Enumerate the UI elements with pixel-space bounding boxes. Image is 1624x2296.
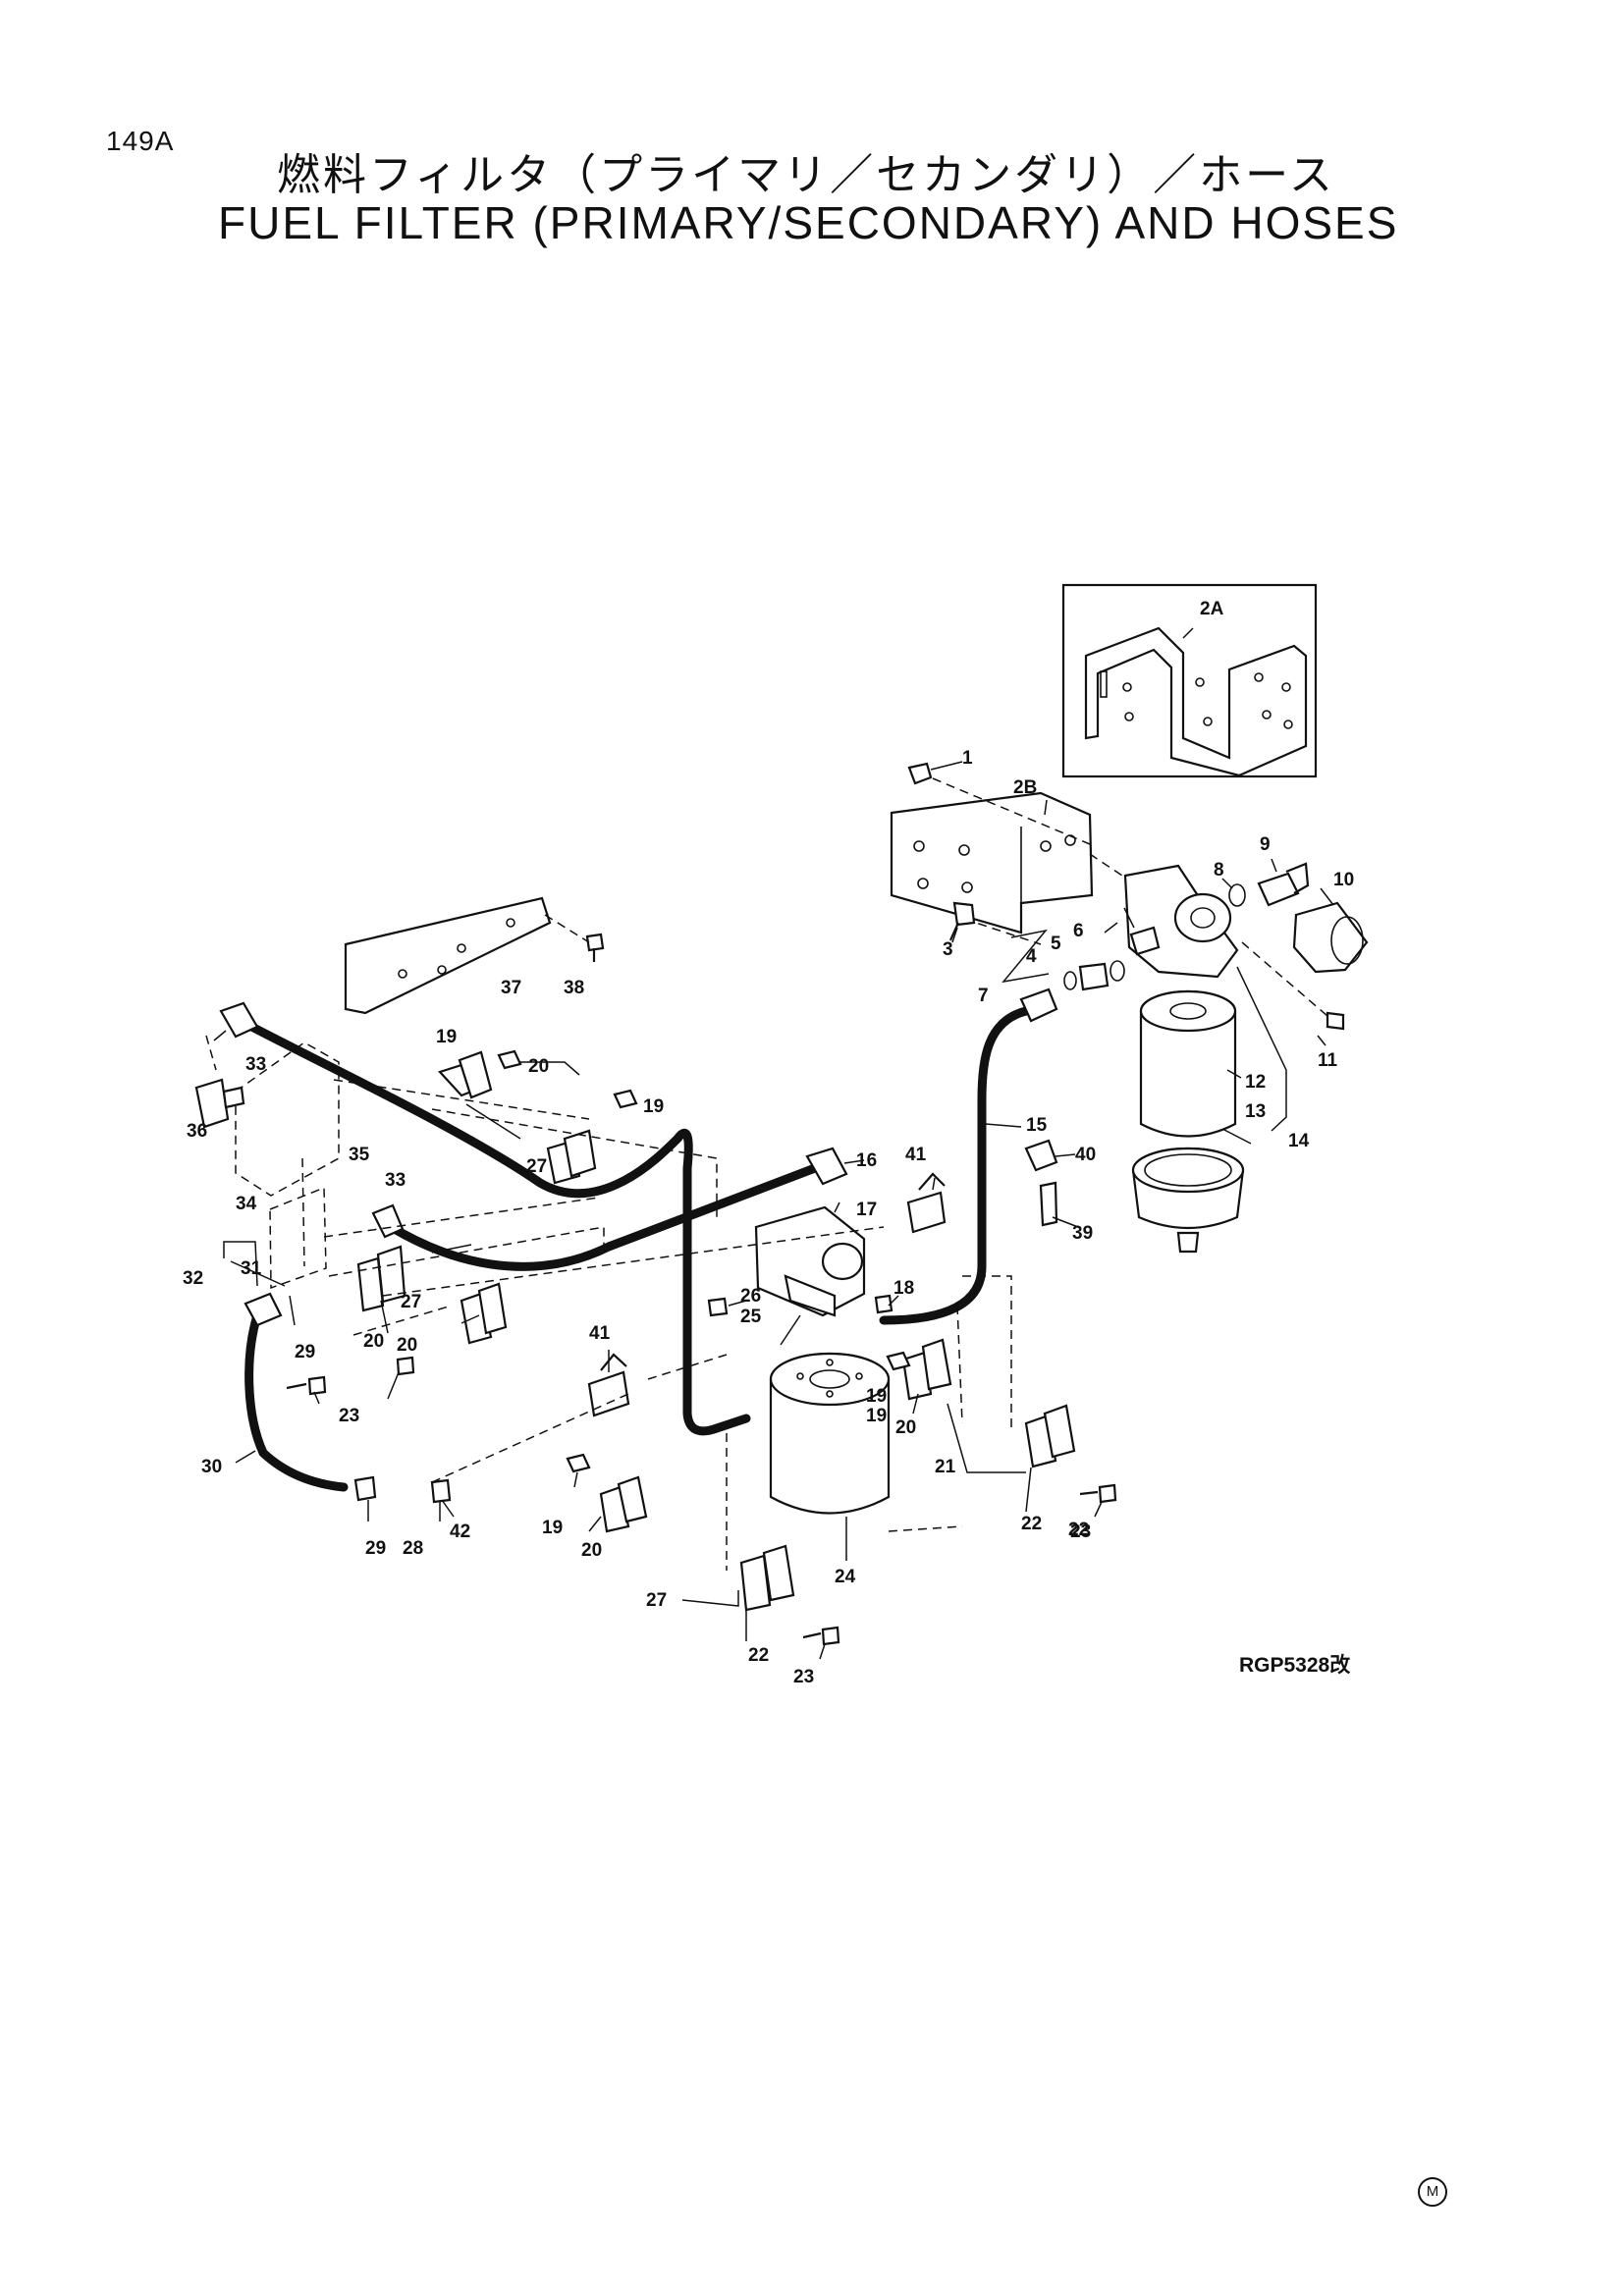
page-title-english: FUEL FILTER (PRIMARY/SECONDARY) AND HOSE… — [218, 197, 1399, 248]
bracket-2b — [890, 791, 1094, 934]
callout-label: 13 — [1245, 1101, 1266, 1122]
callout-label: 14 — [1288, 1131, 1310, 1151]
callout-label: 25 — [740, 1307, 762, 1327]
callout-label: 24 — [835, 1567, 856, 1587]
callout-label: 10 — [1333, 870, 1354, 890]
hose-fittings — [219, 988, 1058, 1504]
primary-filter-head — [1123, 864, 1239, 979]
callout-label: 27 — [526, 1156, 547, 1177]
callout-label: 32 — [183, 1268, 203, 1289]
callout-label: 19 — [866, 1406, 887, 1426]
page-number: 149A — [106, 126, 175, 156]
callout-label: 12 — [1245, 1072, 1266, 1093]
fittings-4-9 — [1063, 862, 1310, 991]
callout-label: 2B — [1013, 777, 1037, 798]
callout-label: 19 — [436, 1027, 457, 1047]
callout-label: 27 — [401, 1292, 421, 1312]
primary-filter-12 — [1139, 989, 1237, 1138]
callout-label: 35 — [349, 1145, 370, 1165]
callout-label: 30 — [201, 1457, 222, 1477]
callout-label: 3 — [943, 939, 953, 960]
elbow-40-connector-39 — [1024, 1139, 1058, 1227]
secondary-filter-head-25 — [754, 1205, 866, 1317]
callout-label: 20 — [397, 1335, 417, 1356]
callout-label: 41 — [589, 1323, 611, 1344]
filter-bowl-13 — [1131, 1147, 1245, 1254]
valve-36 — [194, 1078, 245, 1129]
callout-label: 18 — [893, 1278, 914, 1299]
callout-label: 23 — [1070, 1522, 1091, 1542]
mounting-plate-37 — [344, 896, 552, 1015]
callout-label: 4 — [1026, 946, 1037, 967]
callout-label: 15 — [1026, 1115, 1048, 1136]
callout-label: 8 — [1214, 860, 1224, 881]
inset-bracket-2a — [1061, 583, 1318, 778]
page-title-japanese: 燃料フィルタ（プライマリ／セカンダリ）／ホース — [277, 150, 1335, 200]
water-sensor-10 — [1292, 901, 1369, 974]
callout-label: 33 — [385, 1170, 406, 1191]
fuel-hoses — [236, 1006, 1031, 1492]
callout-label: 31 — [241, 1258, 262, 1279]
callout-label: 2A — [1200, 599, 1224, 619]
bolt-3 — [948, 901, 976, 941]
callout-label: 37 — [501, 978, 521, 998]
callout-label: 11 — [1318, 1050, 1338, 1071]
callout-label: 22 — [1068, 1520, 1089, 1540]
callout-label: 20 — [581, 1540, 602, 1561]
callout-label: 23 — [793, 1667, 814, 1687]
bolt-1 — [907, 762, 933, 785]
callout-label: 22 — [1021, 1514, 1042, 1534]
callout-label: 19 — [866, 1386, 887, 1407]
callout-label: 20 — [363, 1331, 384, 1352]
callout-label: 21 — [935, 1457, 956, 1477]
callout-label: 23 — [339, 1406, 359, 1426]
callout-label: 29 — [365, 1538, 386, 1559]
callout-label: 5 — [1051, 934, 1061, 954]
drawing-reference: RGP5328改 — [1239, 1654, 1351, 1677]
clamps — [356, 1050, 1076, 1612]
callout-label: 27 — [646, 1590, 667, 1611]
callout-label: 19 — [643, 1096, 664, 1117]
callout-label: 40 — [1075, 1145, 1096, 1165]
callout-label: 7 — [978, 986, 989, 1006]
bolt-11 — [1326, 1011, 1345, 1031]
callout-label: 17 — [856, 1200, 877, 1220]
valve-41-lower — [587, 1353, 630, 1417]
valve-41-upper — [906, 1172, 947, 1234]
fuel-pump-ghost — [235, 1041, 340, 1290]
leader-lines — [213, 627, 1334, 1660]
callout-label: 28 — [403, 1538, 423, 1559]
callout-label: 1 — [962, 748, 973, 769]
callout-label: 19 — [542, 1518, 563, 1538]
callout-label: 36 — [187, 1121, 207, 1142]
callout-label: 6 — [1073, 921, 1084, 941]
callout-label: 34 — [236, 1194, 257, 1214]
callout-label: 9 — [1260, 834, 1271, 855]
callout-label: 20 — [895, 1417, 916, 1438]
callout-label: 29 — [295, 1342, 315, 1362]
callout-label: 38 — [564, 978, 584, 998]
callout-label: 41 — [905, 1145, 927, 1165]
callout-label: 22 — [748, 1645, 769, 1666]
corner-mark: M — [1418, 2177, 1447, 2207]
callout-label: 16 — [856, 1150, 877, 1171]
callout-label: 20 — [528, 1056, 549, 1077]
callout-labels: 1 2A 2B 3 4 5 6 7 8 9 10 11 12 13 14 15 … — [183, 599, 1354, 1687]
assembly-dash-lines — [205, 1035, 1012, 1571]
callout-label: 33 — [245, 1054, 266, 1075]
callout-label: 26 — [740, 1286, 761, 1307]
secondary-filter-24 — [769, 1352, 891, 1515]
callout-label: 42 — [450, 1522, 470, 1542]
nuts-and-bolts — [286, 1049, 1117, 1646]
bolt-38 — [585, 933, 605, 962]
callout-label: 39 — [1072, 1223, 1093, 1244]
